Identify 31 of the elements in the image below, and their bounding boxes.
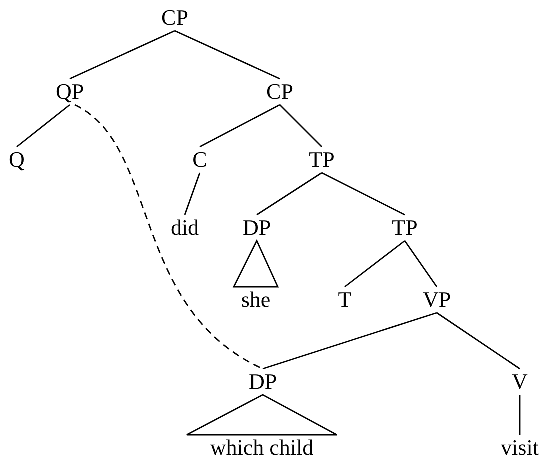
tree-node-label: C — [192, 147, 208, 173]
tree-node-label: V — [512, 369, 528, 395]
branch-line — [184, 172, 201, 216]
branch-line — [280, 104, 322, 148]
triangle-branch — [232, 239, 280, 288]
tree-node-label: DP — [242, 215, 272, 241]
tree-node-label: QP — [56, 79, 84, 105]
tree-node-label: VP — [422, 287, 452, 313]
tree-node-label: Q — [9, 147, 25, 173]
tree-node-label: she — [241, 287, 271, 313]
tree-node-label: T — [338, 287, 352, 313]
branch-line — [344, 240, 406, 288]
branch-line — [200, 104, 280, 148]
branch-line — [16, 104, 70, 148]
tree-node-label: TP — [392, 215, 418, 241]
branch-line — [436, 312, 520, 370]
tree-node-label: DP — [248, 369, 278, 395]
tree-node-label: TP — [309, 147, 335, 173]
triangle-branch — [186, 394, 338, 436]
branch-line — [70, 30, 176, 80]
branch-line — [519, 395, 521, 435]
branch-line — [404, 240, 438, 288]
branch-line — [174, 30, 280, 80]
tree-node-label: CP — [162, 5, 188, 31]
tree-node-label: did — [170, 215, 200, 241]
branch-line — [262, 312, 438, 370]
tree-node-label: CP — [266, 79, 294, 105]
tree-node-label: visit — [501, 435, 539, 461]
branch-line — [322, 172, 406, 216]
tree-node-label: which child — [210, 435, 314, 461]
branch-line — [256, 172, 322, 216]
